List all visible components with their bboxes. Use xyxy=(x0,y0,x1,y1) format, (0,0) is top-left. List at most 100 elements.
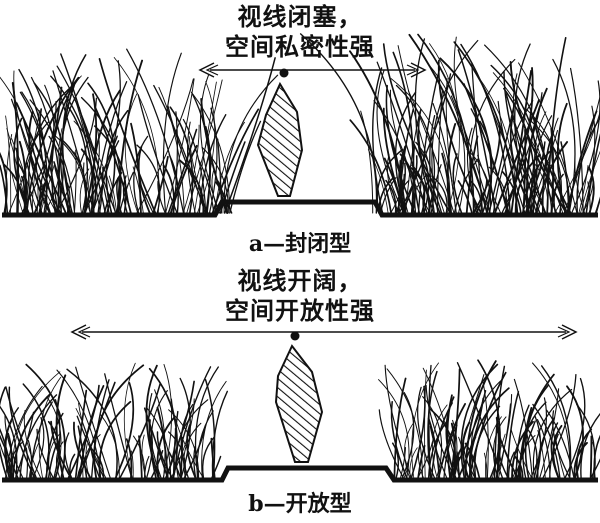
grass-blade xyxy=(431,175,448,214)
grass-blade xyxy=(425,384,456,479)
grass-blade xyxy=(132,166,144,214)
grass-blade xyxy=(482,381,489,479)
grass-blade xyxy=(386,368,423,479)
grass-blade xyxy=(56,65,110,214)
grass-blade xyxy=(299,33,378,214)
grass-blade xyxy=(570,67,584,214)
grass-blade xyxy=(73,149,77,214)
grass-blade xyxy=(563,94,600,214)
grass-blade xyxy=(417,444,426,479)
grass-blade xyxy=(193,81,217,214)
grass-blade xyxy=(78,402,107,479)
grass-blade xyxy=(462,440,476,479)
grass-blade xyxy=(172,366,212,479)
grass-blade xyxy=(427,419,449,479)
grass-blade xyxy=(3,164,27,214)
grass-blade xyxy=(417,67,441,214)
grass-blade xyxy=(510,69,533,214)
grass-blade xyxy=(11,173,24,214)
grass-blade xyxy=(461,421,471,479)
grass-blade xyxy=(211,108,260,214)
grass-blade xyxy=(475,179,488,214)
grass-blade xyxy=(464,360,497,479)
grass-blade xyxy=(33,166,50,214)
grass-blade xyxy=(0,76,39,214)
grass-blade xyxy=(80,96,122,214)
grass-blade xyxy=(349,119,392,214)
grass-blade xyxy=(224,57,276,214)
grass-blade xyxy=(136,78,194,214)
grass-blade xyxy=(513,378,533,479)
grass-blade xyxy=(512,73,547,214)
grass-blade xyxy=(540,365,572,479)
grass-blade xyxy=(512,450,519,479)
grass-blade xyxy=(469,58,516,214)
grass-blade xyxy=(484,416,502,479)
grass-blade xyxy=(168,451,182,479)
grass-blade xyxy=(156,406,169,479)
grass-blade xyxy=(25,447,29,479)
grass-blade xyxy=(525,87,548,214)
grass-blade xyxy=(4,414,24,479)
grass-blade xyxy=(122,175,128,214)
grass-blade xyxy=(0,434,19,479)
sight-line-b xyxy=(70,324,578,340)
grass-blade xyxy=(143,407,169,479)
grass-blade xyxy=(19,394,58,479)
person-figure-a xyxy=(256,81,304,197)
grass-blade xyxy=(437,59,482,214)
grass-blade xyxy=(488,102,516,214)
grass-blade xyxy=(457,397,484,479)
grass-cluster-right-a xyxy=(299,33,600,214)
grass-blade xyxy=(452,153,463,214)
grass-blade xyxy=(507,451,515,479)
grass-blade xyxy=(505,93,547,214)
grass-blade xyxy=(169,106,194,214)
grass-blade xyxy=(546,409,575,479)
grass-blade xyxy=(539,388,560,479)
grass-blade xyxy=(73,421,92,479)
grass-blade xyxy=(595,196,600,214)
grass-blade xyxy=(372,67,384,214)
grass-blade xyxy=(12,371,61,479)
grass-blade xyxy=(105,109,129,214)
grass-blade xyxy=(422,396,443,479)
grass-blade xyxy=(130,122,142,214)
grass-blade xyxy=(360,110,374,214)
grass-blade xyxy=(192,93,231,214)
grass-blade xyxy=(30,76,62,214)
grass-blade xyxy=(468,371,507,479)
grass-blade xyxy=(204,378,216,479)
grass-blade xyxy=(183,422,202,479)
grass-blade xyxy=(186,424,197,479)
grass-blade xyxy=(116,178,121,214)
ground-profile-b xyxy=(2,465,598,483)
grass-blade xyxy=(510,428,533,479)
grass-blade xyxy=(443,424,458,479)
panel-a-note-line2: 空间私密性强 xyxy=(225,32,375,61)
grass-blade xyxy=(437,403,466,479)
grass-blade xyxy=(144,455,150,479)
grass-blade xyxy=(390,401,408,479)
panel-b-note-line1: 视线开阔， xyxy=(237,266,363,295)
grass-blade xyxy=(560,141,570,214)
grass-blade xyxy=(532,388,573,479)
grass-blade xyxy=(51,76,80,214)
grass-blade xyxy=(0,164,9,214)
grass-blade xyxy=(536,417,556,479)
grass-blade xyxy=(458,436,465,479)
grass-blade xyxy=(148,393,162,479)
grass-blade xyxy=(382,43,451,214)
grass-blade xyxy=(573,441,588,479)
panel-a-note-line1: 视线闭塞， xyxy=(237,2,363,31)
grass-blade xyxy=(179,377,191,479)
grass-blade xyxy=(84,127,100,214)
grass-blade xyxy=(384,364,412,479)
grass-blade xyxy=(169,144,198,214)
grass-blade xyxy=(429,115,436,214)
grass-blade xyxy=(11,82,20,214)
grass-blade xyxy=(165,78,195,214)
grass-blade xyxy=(152,155,169,214)
grass-blade xyxy=(123,362,136,479)
